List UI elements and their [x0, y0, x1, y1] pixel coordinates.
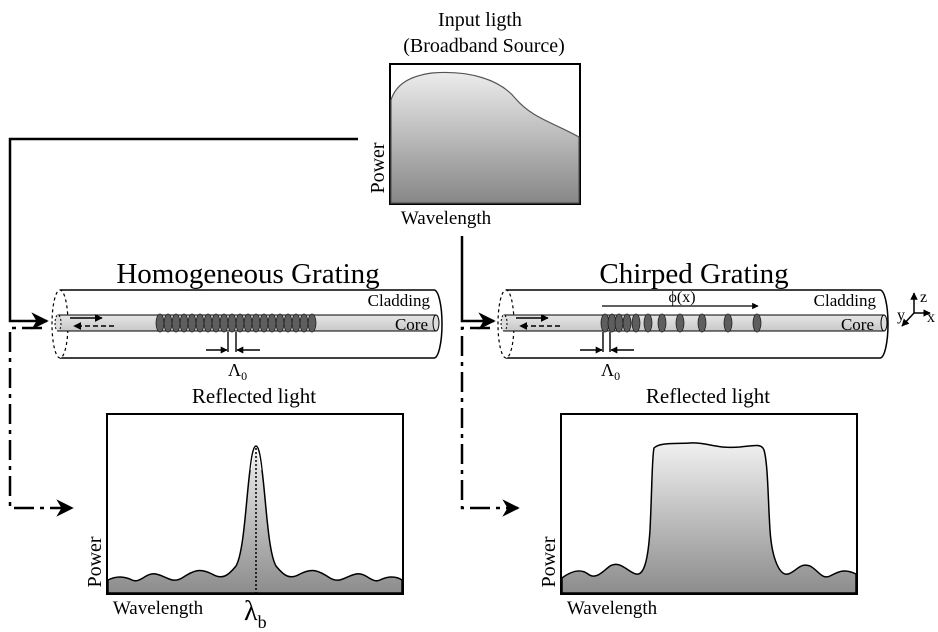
- input-spectrum: Input ligth (Broadband Source) Power Wav…: [367, 9, 581, 229]
- chirped-reflected-spectrum: Reflected light Power Wavelength: [538, 384, 858, 619]
- homogeneous-grating: Homogeneous Grating Cladding Core: [51, 258, 443, 383]
- chirped-grating-rings: [600, 313, 762, 333]
- chirped-title: Chirped Grating: [599, 258, 788, 290]
- input-path-right: [460, 236, 496, 330]
- axis-z-label: z: [920, 289, 927, 306]
- input-title-line2: (Broadband Source): [403, 35, 565, 57]
- chirped-core: [503, 314, 885, 332]
- axis-y-label: y: [897, 307, 905, 324]
- homogeneous-reflected-title: Reflected light: [192, 384, 316, 408]
- chirped-reflected-title: Reflected light: [646, 384, 770, 408]
- reflected-path-right: [460, 326, 520, 517]
- reflected-path-left: [8, 326, 74, 517]
- chirped-grating: Chirped Grating ϕ(x) Cladding Core Λ0: [497, 258, 889, 383]
- homogeneous-reflected-spectrum: Reflected light Power Wavelength λb: [84, 384, 404, 632]
- input-path-left: [8, 137, 358, 330]
- input-ylabel: Power: [367, 142, 389, 193]
- bragg-wavelength-label: λb: [244, 596, 267, 632]
- light-path-lines: [8, 137, 520, 517]
- chirped-reflected-ylabel: Power: [538, 536, 560, 587]
- homogeneous-core-label: Core: [395, 315, 428, 334]
- chirped-phase-label: ϕ(x): [668, 289, 695, 306]
- homogeneous-reflected-ylabel: Power: [84, 536, 106, 587]
- chirped-reflected-xlabel: Wavelength: [567, 598, 658, 619]
- input-xlabel: Wavelength: [401, 208, 492, 229]
- chirped-reflected-curve: [561, 442, 857, 594]
- homogeneous-period-label: Λ0: [228, 360, 247, 383]
- input-spectrum-curve: [390, 71, 580, 204]
- input-title-line1: Input ligth: [438, 9, 522, 31]
- homogeneous-title: Homogeneous Grating: [116, 258, 379, 290]
- chirped-cladding-label: Cladding: [814, 291, 877, 310]
- coordinate-axes: [901, 292, 931, 327]
- homogeneous-reflected-xlabel: Wavelength: [113, 598, 204, 619]
- homogeneous-reflected-curve: [107, 445, 403, 594]
- chirped-core-label: Core: [841, 315, 874, 334]
- axis-x-label: x: [927, 309, 935, 326]
- homogeneous-grating-rings: [155, 313, 317, 333]
- homogeneous-cladding-label: Cladding: [368, 291, 431, 310]
- chirped-period-label: Λ0: [601, 360, 620, 383]
